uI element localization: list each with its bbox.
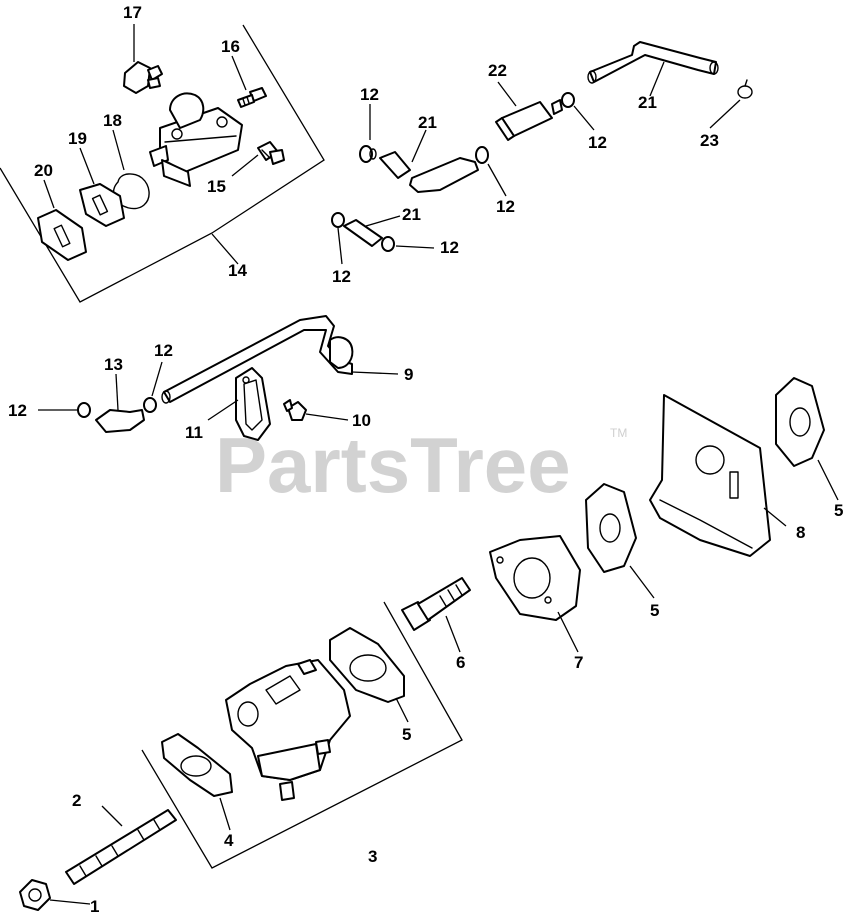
- part-hose-clamp-a[interactable]: [359, 145, 377, 163]
- callout-12-c: 12: [496, 197, 515, 216]
- callout-3: 3: [368, 847, 377, 866]
- part-plate-20[interactable]: [37, 209, 87, 261]
- callout-9: 9: [404, 365, 413, 384]
- part-elbow-fitting[interactable]: [123, 61, 163, 94]
- fuel-pump-group-bracket: [0, 24, 325, 303]
- callout-18: 18: [103, 111, 122, 130]
- part-gasket-5-c[interactable]: [329, 627, 405, 703]
- callout-17: 17: [123, 3, 142, 22]
- callout-19: 19: [68, 129, 87, 148]
- part-carburetor[interactable]: [225, 659, 351, 801]
- callout-14: 14: [228, 261, 247, 280]
- callout-22: 22: [488, 61, 507, 80]
- callout-5-c: 5: [402, 725, 411, 744]
- part-fuel-pump[interactable]: [149, 92, 243, 187]
- callout-15: 15: [207, 177, 226, 196]
- part-air-cleaner-bracket[interactable]: [649, 394, 771, 557]
- watermark-text: PartsTree: [215, 421, 571, 509]
- callout-1: 1: [90, 897, 99, 916]
- callout-12-b: 12: [588, 133, 607, 152]
- part-fuel-hose-upper[interactable]: [587, 41, 719, 84]
- callout-2: 2: [72, 791, 81, 810]
- part-gasket-19[interactable]: [79, 183, 125, 227]
- carburetor-group-bracket: [141, 601, 463, 869]
- callout-12-f: 12: [154, 341, 173, 360]
- callout-21-c: 21: [402, 205, 421, 224]
- part-clamp-23[interactable]: [737, 79, 753, 99]
- callout-7: 7: [574, 653, 583, 672]
- callout-10: 10: [352, 411, 371, 430]
- part-fuel-line-9[interactable]: [161, 315, 354, 404]
- callout-16: 16: [221, 37, 240, 56]
- callout-5-a: 5: [834, 501, 843, 520]
- callout-23: 23: [700, 131, 719, 150]
- callout-21-b: 21: [638, 93, 657, 112]
- part-gasket-5-b[interactable]: [585, 483, 637, 573]
- part-gasket-5-a[interactable]: [775, 377, 825, 467]
- part-hose-clamp-d[interactable]: [77, 402, 91, 418]
- leader-lines: [38, 24, 839, 905]
- part-hose-clamp-e[interactable]: [143, 397, 157, 413]
- callout-12-d: 12: [440, 238, 459, 257]
- part-gasket-4[interactable]: [161, 733, 233, 797]
- callout-8: 8: [796, 523, 805, 542]
- part-fuel-hose-middle[interactable]: [379, 151, 479, 193]
- part-hose-clamp-b[interactable]: [561, 92, 575, 108]
- callout-12-e: 12: [332, 267, 351, 286]
- callout-4: 4: [224, 831, 234, 850]
- part-bolt-6[interactable]: [401, 577, 471, 631]
- part-fitting-15[interactable]: [257, 141, 285, 165]
- callout-6: 6: [456, 653, 465, 672]
- part-fuel-hose-lower[interactable]: [331, 212, 395, 252]
- callout-21-a: 21: [418, 113, 437, 132]
- part-spacer-block[interactable]: [489, 535, 581, 621]
- callout-20: 20: [34, 161, 53, 180]
- part-nut-1[interactable]: [19, 879, 51, 911]
- callout-12-g: 12: [8, 401, 27, 420]
- part-fuel-filter[interactable]: [495, 99, 563, 141]
- part-screw-10[interactable]: [283, 399, 307, 421]
- part-hose-13[interactable]: [95, 409, 145, 433]
- callout-13: 13: [104, 355, 123, 374]
- callout-5-b: 5: [650, 601, 659, 620]
- watermark-trademark: TM: [610, 426, 627, 440]
- part-hose-clamp-c[interactable]: [475, 146, 489, 164]
- callout-labels: 17 16 15 18 19 20 14 12 21 22 12 21 23 1…: [8, 3, 843, 916]
- part-bracket-11[interactable]: [235, 367, 271, 441]
- part-screw-16[interactable]: [237, 87, 267, 108]
- callout-12-a: 12: [360, 85, 379, 104]
- callout-11: 11: [185, 423, 203, 442]
- part-stud-2[interactable]: [65, 809, 177, 885]
